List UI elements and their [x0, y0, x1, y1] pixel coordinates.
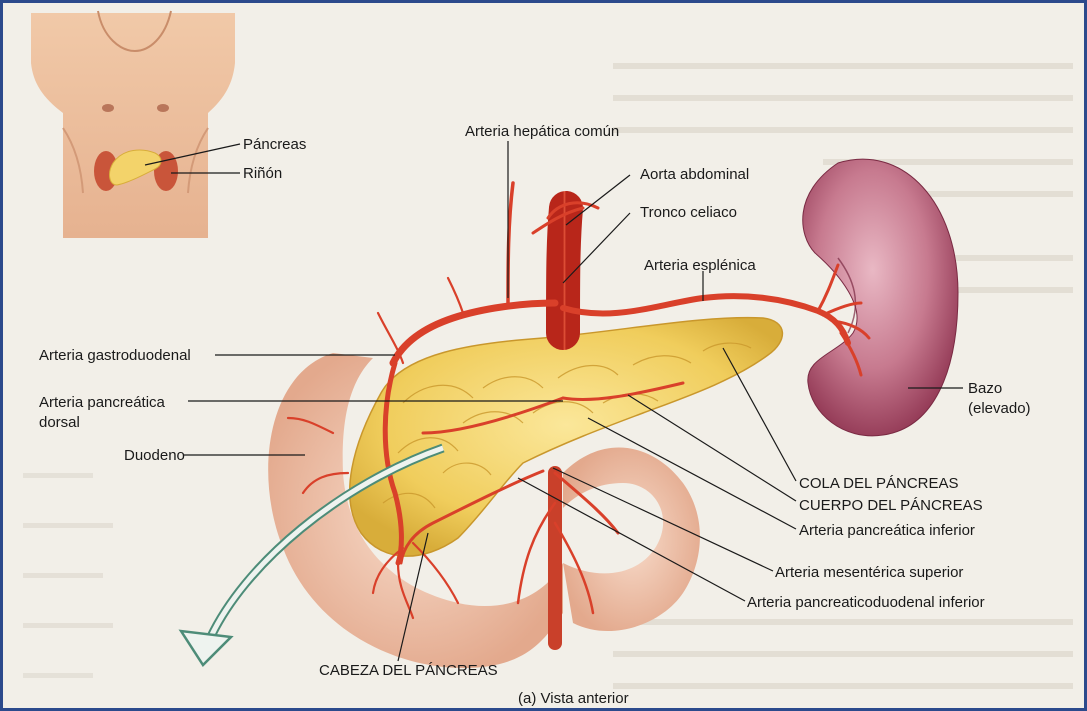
- label-pancreas-tail: COLA DEL PÁNCREAS: [799, 475, 959, 492]
- label-gastroduodenal-artery: Arteria gastroduodenal: [39, 347, 191, 364]
- label-pancreas-head: CABEZA DEL PÁNCREAS: [319, 662, 498, 679]
- label-celiac-trunk: Tronco celiaco: [640, 204, 737, 221]
- label-spleen: Bazo: [968, 380, 1002, 397]
- label-abdominal-aorta: Aorta abdominal: [640, 166, 749, 183]
- label-superior-mesenteric-artery: Arteria mesentérica superior: [775, 564, 963, 581]
- label-dorsal-pancreatic-artery-line1: Arteria pancreática: [39, 394, 166, 411]
- torso-illustration: [31, 11, 235, 238]
- label-pancreas-body: CUERPO DEL PÁNCREAS: [799, 497, 983, 514]
- label-duodenum: Duodeno: [124, 447, 185, 464]
- label-inferior-pancreaticoduodenal-artery: Arteria pancreaticoduodenal inferior: [747, 594, 985, 611]
- label-splenic-artery: Arteria esplénica: [644, 257, 756, 274]
- label-kidney: Riñón: [243, 165, 282, 182]
- label-common-hepatic-artery: Arteria hepática común: [465, 123, 619, 140]
- label-pancreas-small: Páncreas: [243, 136, 306, 153]
- anatomy-figure: Páncreas Riñón Arteria hepática común Ao…: [3, 3, 1087, 711]
- label-spleen-elevated: (elevado): [968, 400, 1031, 417]
- figure-caption: (a) Vista anterior: [518, 690, 629, 707]
- label-inferior-pancreatic-artery: Arteria pancreática inferior: [799, 522, 975, 539]
- label-dorsal-pancreatic-artery-line2: dorsal: [39, 414, 80, 431]
